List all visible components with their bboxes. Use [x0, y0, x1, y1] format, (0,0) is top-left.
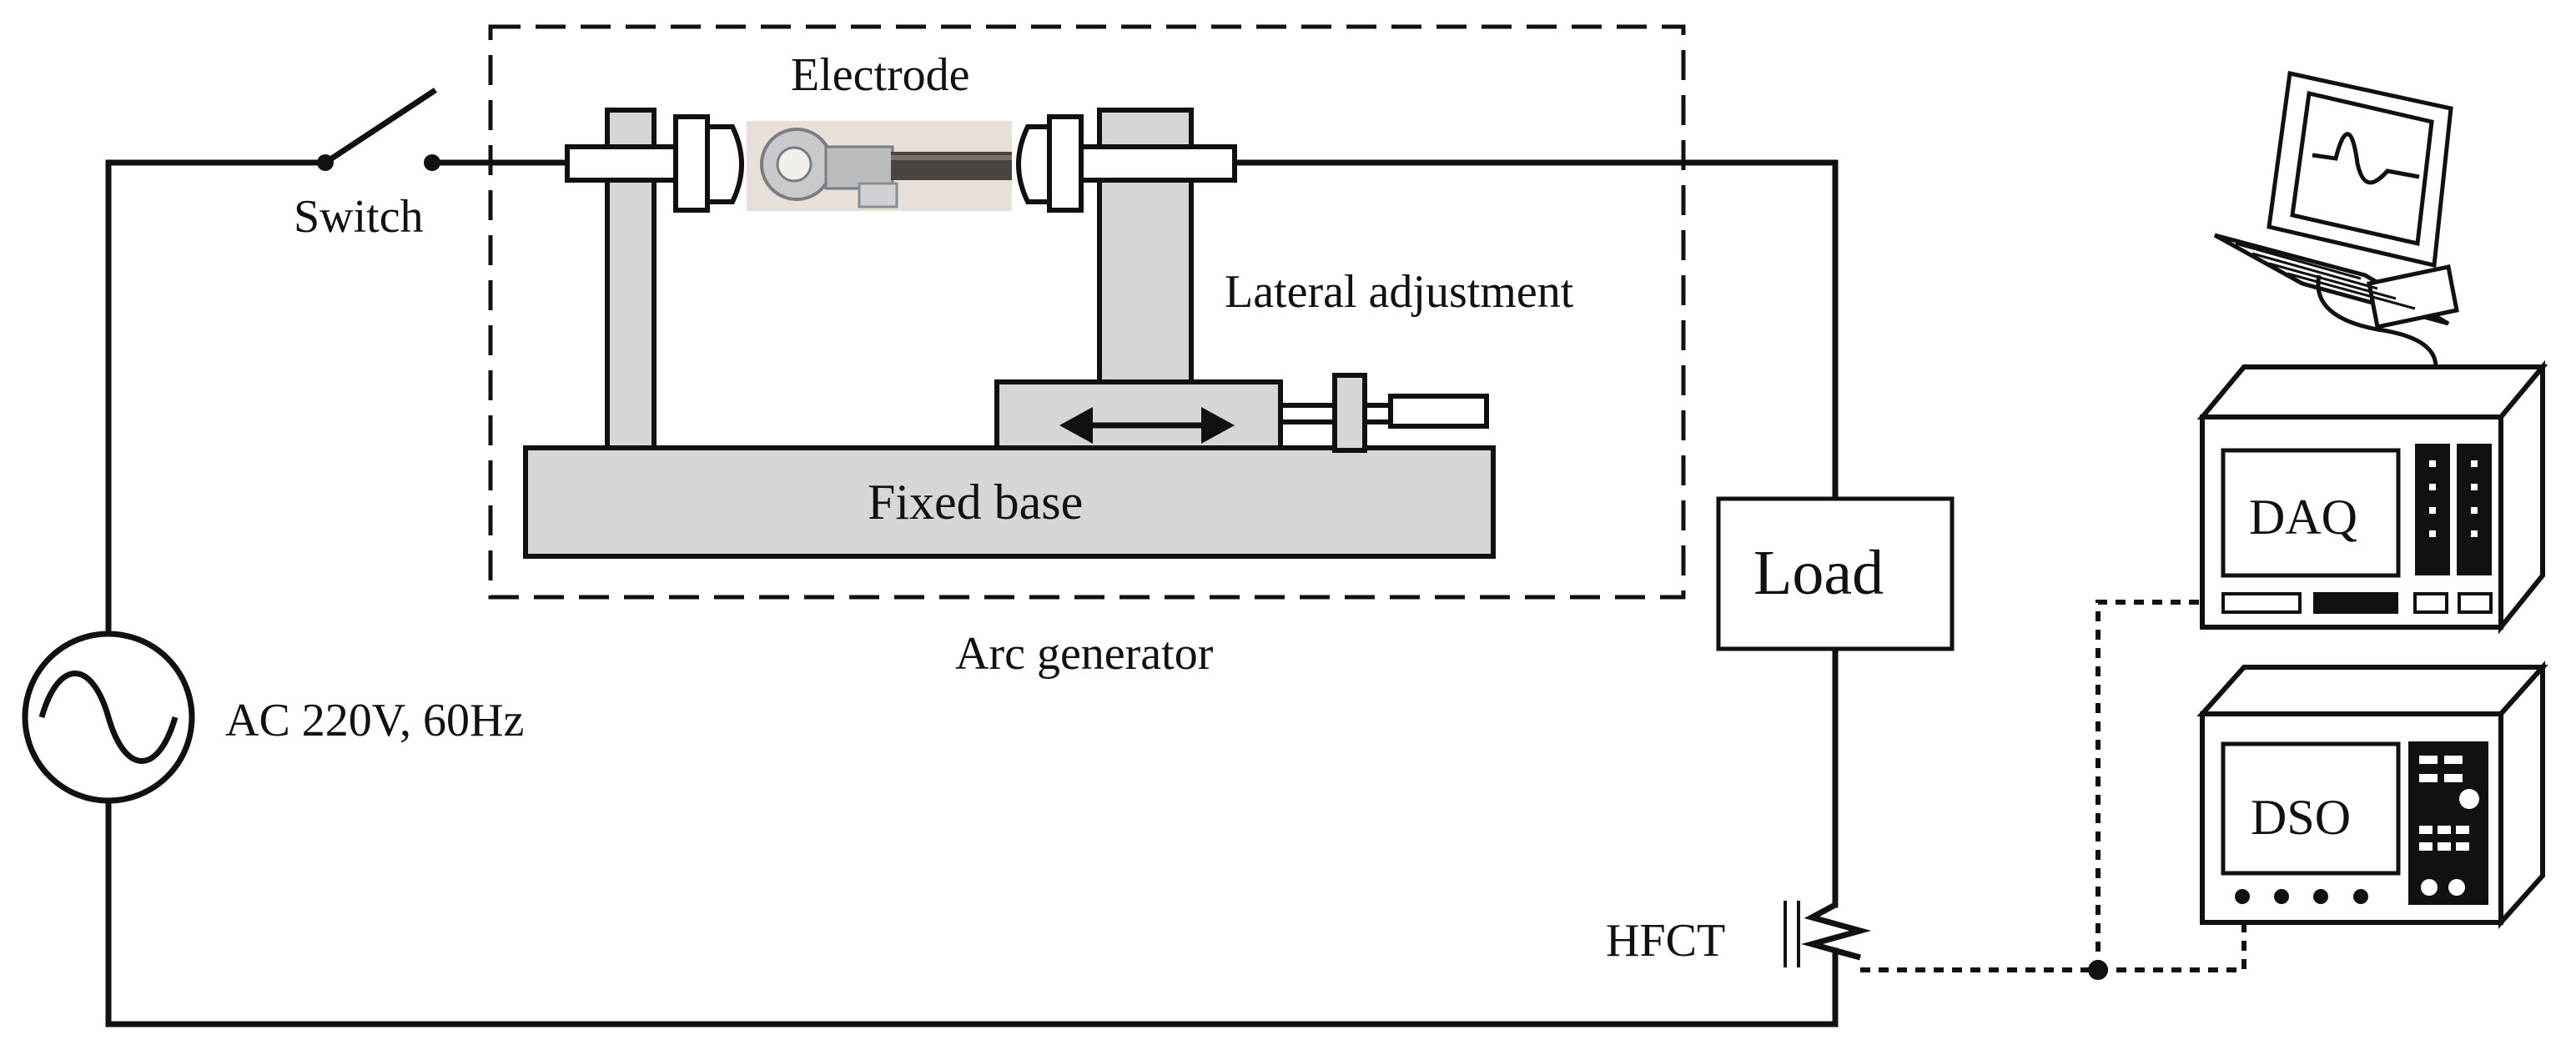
adjustment-screw-nut — [1332, 373, 1367, 453]
sine-wave-glyph — [38, 671, 179, 764]
daq-slot-1 — [2221, 592, 2302, 614]
load-label: Load — [1753, 538, 1884, 608]
electrode-wire-highlight — [891, 155, 1012, 160]
terminal-sleeve — [858, 182, 898, 208]
computer-cable — [2316, 274, 2438, 368]
circuit-wires — [105, 159, 1839, 1027]
dso-keypad — [2408, 741, 2488, 905]
dso-keypad-keys — [2419, 756, 2479, 896]
load-box — [1716, 496, 1955, 651]
ring-terminal-hole — [776, 146, 813, 183]
wire-left-bottom — [105, 797, 1839, 1027]
switch-contact-right — [424, 154, 440, 171]
dso-screen — [2221, 741, 2401, 876]
fixture — [523, 108, 1496, 559]
ac-source: AC 220V, 60Hz — [22, 630, 524, 804]
daq-slot-3 — [2413, 592, 2448, 614]
sliding-stage — [994, 379, 1283, 455]
daq-top-face — [2196, 364, 2548, 419]
daq-screen — [2221, 448, 2401, 578]
daq-instrument — [2196, 359, 2548, 635]
cable-junction-dot — [2088, 960, 2108, 980]
current-transformer-icon — [1784, 901, 1872, 967]
computer-screen-waveform — [2312, 132, 2420, 185]
double-arrow-icon — [1059, 407, 1235, 444]
dso-top-face — [2196, 665, 2548, 716]
arc-generator-label: Arc generator — [955, 628, 1214, 680]
daq-knob-dots — [2429, 460, 2478, 537]
left-clamp — [565, 114, 744, 213]
terminal-barrel — [824, 145, 894, 190]
arc-generator-boundary — [488, 24, 1686, 600]
dso-front-buttons — [2235, 889, 2368, 904]
daq-knob-column-2 — [2457, 444, 2492, 575]
right-clamp-arm — [1079, 144, 1237, 183]
dso-label: DSO — [2251, 790, 2351, 845]
electrode-label: Electrode — [791, 49, 970, 101]
dso-instrument — [2196, 661, 2548, 929]
cable-junction-to-daq — [2096, 600, 2202, 970]
daq-slot-2 — [2313, 592, 2398, 614]
right-clamp — [1016, 114, 1237, 213]
ac-source-label: AC 220V, 60Hz — [225, 695, 524, 746]
dso-side-face — [2498, 661, 2545, 929]
electrode-assembly — [747, 121, 1012, 211]
computer-base — [2367, 264, 2459, 329]
computer-monitor-screen — [2290, 90, 2434, 247]
right-clamp-cap — [1016, 124, 1052, 204]
switch-blade — [324, 88, 437, 165]
switch-label: Switch — [294, 191, 424, 243]
hfct-label: HFCT — [1606, 915, 1725, 967]
computer-keyboard-keys — [2235, 242, 2416, 310]
fixed-base — [523, 445, 1496, 559]
wire-left-top — [105, 159, 329, 637]
right-clamp-collar — [1047, 114, 1084, 213]
computer-icon — [2213, 70, 2459, 368]
left-clamp-collar — [673, 114, 710, 213]
adjustment-screw-handle — [1388, 394, 1489, 429]
daq-side-face — [2498, 359, 2545, 635]
signal-cables — [1860, 600, 2246, 972]
daq-label: DAQ — [2249, 490, 2357, 545]
lateral-adjustment-label: Lateral adjustment — [1225, 266, 1574, 318]
daq-slot-4 — [2458, 592, 2493, 614]
fixed-base-label: Fixed base — [868, 475, 1083, 530]
wire-clamp-to-load — [1231, 159, 1839, 502]
left-clamp-arm — [565, 144, 678, 183]
left-clamp-cap — [705, 124, 744, 204]
switch-contact-left — [317, 154, 334, 171]
switch: Switch — [294, 88, 440, 243]
